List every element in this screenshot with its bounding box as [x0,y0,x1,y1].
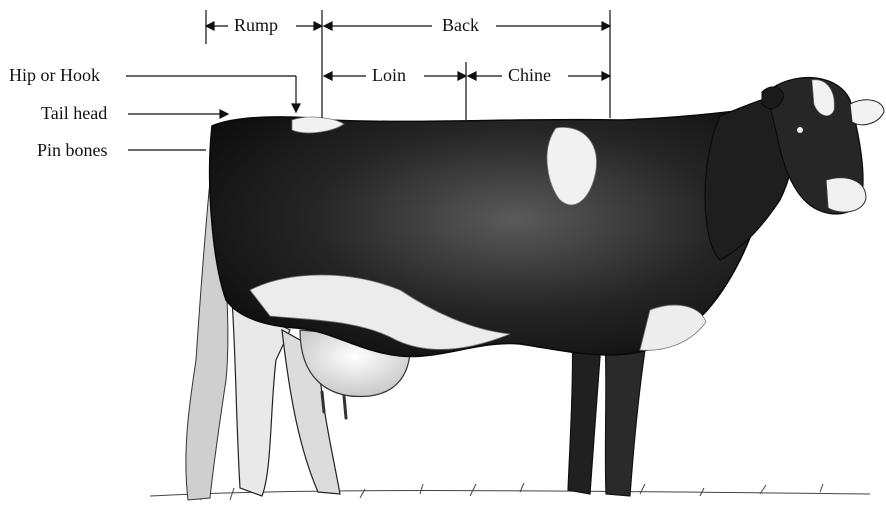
white-patch-brisket [640,305,706,350]
label-hip-or-hook: Hip or Hook [6,66,103,84]
label-loin: Loin [369,66,409,84]
hind-leg [232,300,290,496]
label-back: Back [439,16,482,34]
label-tail-head: Tail head [38,104,110,122]
eye [797,127,803,133]
label-rump: Rump [231,16,281,34]
label-chine: Chine [505,66,554,84]
ear-right [850,100,884,125]
label-pin-bones: Pin bones [34,141,111,159]
